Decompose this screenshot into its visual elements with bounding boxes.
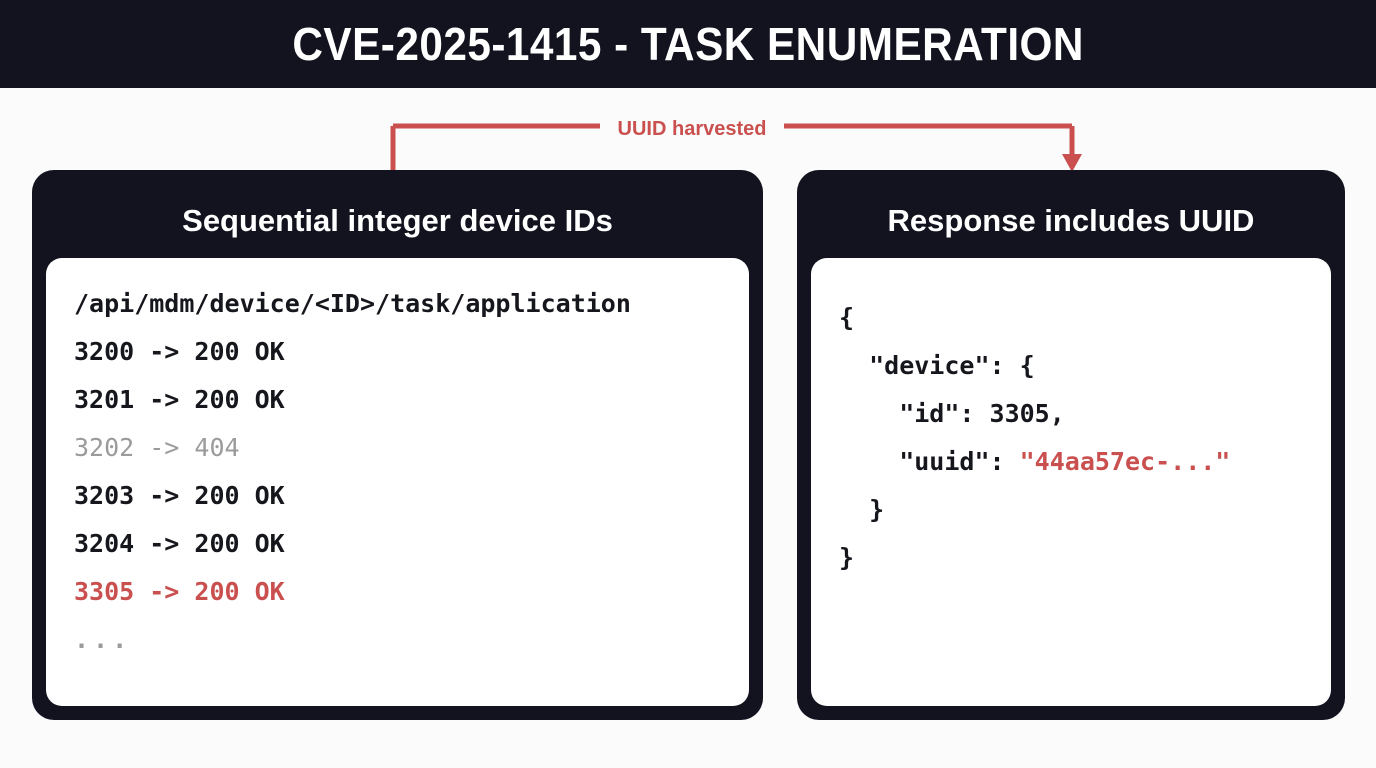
page-title: CVE-2025-1415 - TASK ENUMERATION [292,18,1084,70]
json-line-open-brace: { [839,303,855,332]
card-left-title: Sequential integer device IDs [182,203,613,238]
json-line-id: "id": 3305, [839,399,1065,428]
json-line-close-inner: } [839,495,885,524]
cards-row: Sequential integer device IDs /api/mdm/d… [0,170,1376,722]
card-right-json-panel: { "device": { "id": 3305, "uuid": "44aa5… [811,258,1331,706]
code-line-3305: 3305 -> 200 OK [74,577,285,606]
header-band: CVE-2025-1415 - TASK ENUMERATION [0,0,1376,88]
json-uuid-key: "uuid": [839,447,1020,476]
connector-label: UUID harvested [600,116,784,142]
code-line-3204: 3204 -> 200 OK [74,529,285,558]
code-line-endpoint: /api/mdm/device/<ID>/task/application [74,289,631,318]
card-response-uuid: Response includes UUID { "device": { "id… [797,170,1345,720]
code-line-ellipsis: ... [74,625,132,654]
json-uuid-value: "44aa57ec-..." [1019,447,1231,476]
card-right-title: Response includes UUID [887,203,1255,238]
json-line-device-key: "device": { [839,351,1035,380]
code-line-3200: 3200 -> 200 OK [74,337,285,366]
card-left-code-panel: /api/mdm/device/<ID>/task/application 32… [46,258,749,706]
code-line-3202: 3202 -> 404 [74,433,240,462]
json-line-uuid: "uuid": "44aa57ec-..." [839,438,1303,486]
card-sequential-device-ids: Sequential integer device IDs /api/mdm/d… [32,170,763,720]
json-line-close-outer: } [839,543,855,572]
code-line-3203: 3203 -> 200 OK [74,481,285,510]
code-line-3201: 3201 -> 200 OK [74,385,285,414]
